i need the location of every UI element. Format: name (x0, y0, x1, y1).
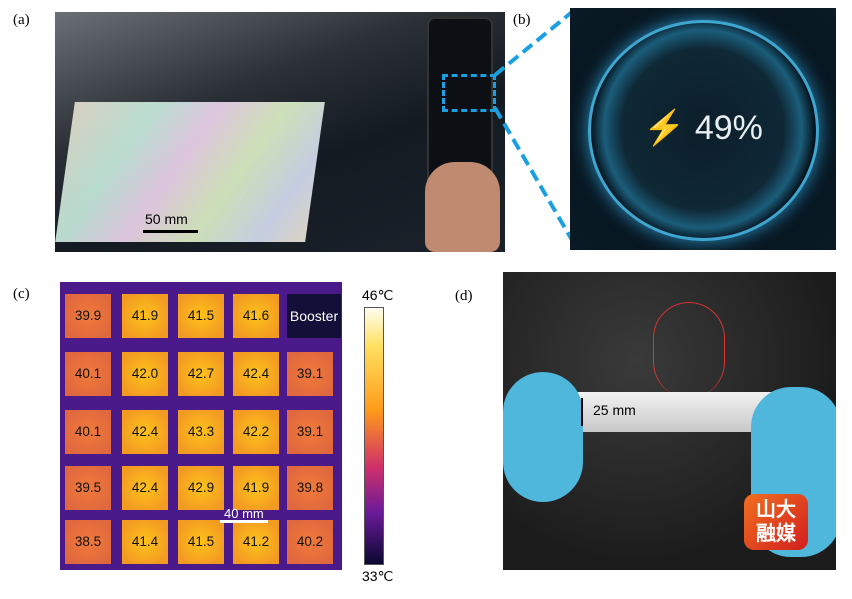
temperature-cell: 40.1 (65, 352, 111, 396)
temperature-cell: 43.3 (178, 410, 224, 454)
panel-b-label: (b) (513, 12, 531, 28)
temperature-cell: 39.8 (287, 466, 333, 510)
temperature-cell: 42.4 (122, 466, 168, 510)
lightning-bolt-icon: ⚡ (643, 109, 686, 147)
scale-bar (220, 520, 268, 523)
temperature-cell: 40.1 (65, 410, 111, 454)
temperature-cell: 42.9 (178, 466, 224, 510)
temperature-cell: 42.2 (233, 410, 279, 454)
scale-bar-label: 50 mm (145, 211, 188, 227)
zoom-region-box (442, 74, 496, 112)
temperature-cell: 39.9 (65, 294, 111, 338)
hand (425, 162, 500, 252)
temperature-cell: 39.1 (287, 352, 333, 396)
temperature-cell: 41.5 (178, 520, 224, 564)
scale-bar (143, 230, 198, 233)
colorbar-max: 46℃ (362, 287, 394, 303)
dimension-arrow (581, 398, 583, 426)
temperature-cell: 39.5 (65, 466, 111, 510)
temperature-cell: 38.5 (65, 520, 111, 564)
temperature-cell: 39.1 (287, 410, 333, 454)
dimension-label: 25 mm (593, 402, 636, 418)
zoom-connector-lines (493, 10, 574, 242)
temperature-cell: 41.9 (233, 466, 279, 510)
battery-percentage: ⚡ 49% (643, 109, 763, 147)
temperature-cell: 41.4 (122, 520, 168, 564)
scale-bar-label: 40 mm (224, 506, 264, 521)
temperature-cell: 41.6 (233, 294, 279, 338)
temperature-cell: 42.4 (122, 410, 168, 454)
panel-b-charging-screen: ⚡ 49% (570, 8, 836, 250)
temperature-cell: 42.7 (178, 352, 224, 396)
temperature-cell: 41.2 (233, 520, 279, 564)
panel-a-photo: 50 mm (55, 12, 505, 252)
panel-a-label: (a) (13, 12, 30, 28)
panel-c-label: (c) (13, 286, 30, 302)
temperature-cell: 41.9 (122, 294, 168, 338)
red-wire (653, 302, 725, 398)
booster-cell: Booster (287, 294, 341, 338)
temperature-cell: 42.0 (122, 352, 168, 396)
temperature-cell: 40.2 (287, 520, 333, 564)
left-glove (503, 372, 583, 502)
temperature-cell: 41.5 (178, 294, 224, 338)
temperature-colorbar (364, 307, 384, 565)
temperature-cell: 42.4 (233, 352, 279, 396)
colorbar-min: 33℃ (362, 568, 394, 584)
watermark-logo: 山大融媒 (744, 494, 808, 550)
panel-d-label: (d) (455, 288, 473, 304)
charging-ring (588, 20, 819, 241)
